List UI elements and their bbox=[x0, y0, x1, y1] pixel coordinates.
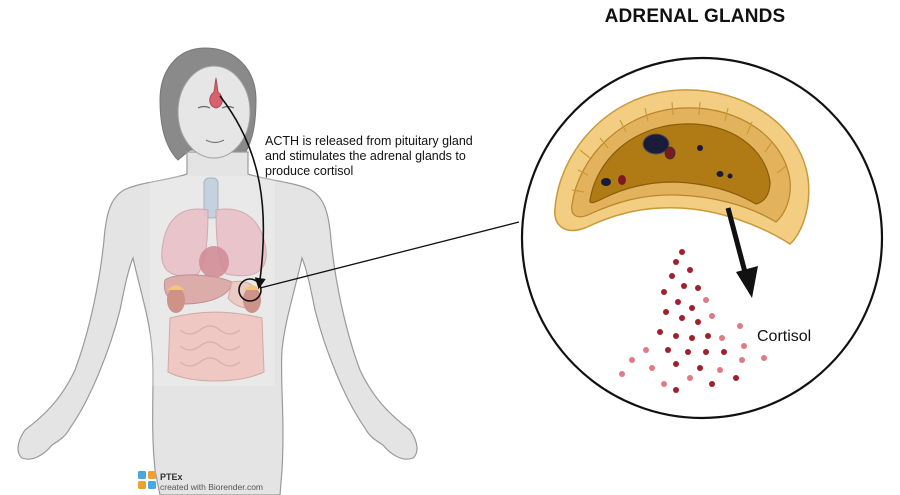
cortisol-molecule bbox=[661, 289, 667, 295]
cortisol-molecule bbox=[741, 343, 747, 349]
annotation-line-1: ACTH is released from pituitary gland bbox=[265, 134, 505, 149]
watermark-org: PTEx bbox=[160, 472, 183, 482]
cortisol-molecule bbox=[697, 365, 703, 371]
cortisol-molecule bbox=[679, 249, 685, 255]
cortisol-molecule bbox=[665, 347, 671, 353]
acth-annotation: ACTH is released from pituitary gland an… bbox=[265, 134, 505, 179]
cortisol-molecule bbox=[629, 357, 635, 363]
cortisol-molecule bbox=[703, 349, 709, 355]
cortisol-molecule bbox=[657, 329, 663, 335]
watermark-credit: created with Biorender.com bbox=[160, 482, 263, 492]
cortisol-molecule bbox=[733, 375, 739, 381]
face bbox=[178, 66, 250, 158]
cortisol-molecule bbox=[719, 335, 725, 341]
cortisol-molecule bbox=[681, 283, 687, 289]
cortisol-molecule bbox=[705, 333, 711, 339]
cortisol-molecule bbox=[721, 349, 727, 355]
cortisol-molecule bbox=[643, 347, 649, 353]
cortisol-molecule bbox=[679, 315, 685, 321]
cortisol-molecule bbox=[687, 375, 693, 381]
annotation-line-2: and stimulates the adrenal glands to bbox=[265, 149, 505, 164]
cortisol-molecule bbox=[673, 387, 679, 393]
cortisol-label: Cortisol bbox=[757, 328, 811, 346]
cortisol-molecule bbox=[717, 367, 723, 373]
cortisol-molecule bbox=[737, 323, 743, 329]
cortisol-molecule bbox=[709, 313, 715, 319]
cortisol-molecule bbox=[703, 297, 709, 303]
cortisol-molecule bbox=[661, 381, 667, 387]
cortisol-molecule bbox=[675, 299, 681, 305]
cortisol-molecule bbox=[739, 357, 745, 363]
cortisol-molecule bbox=[673, 333, 679, 339]
cortisol-molecule bbox=[761, 355, 767, 361]
annotation-line-3: produce cortisol bbox=[265, 164, 505, 179]
cortisol-molecule bbox=[673, 361, 679, 367]
human-body-illustration bbox=[18, 48, 417, 495]
cortisol-molecule bbox=[663, 309, 669, 315]
cortisol-molecule bbox=[709, 381, 715, 387]
cortisol-molecule bbox=[685, 349, 691, 355]
cortisol-molecule bbox=[687, 267, 693, 273]
cortisol-molecule bbox=[649, 365, 655, 371]
cortisol-molecule bbox=[695, 285, 701, 291]
cortisol-molecule bbox=[689, 335, 695, 341]
biorender-logo-icon bbox=[138, 471, 156, 489]
cortisol-molecule bbox=[689, 305, 695, 311]
cortisol-molecule bbox=[669, 273, 675, 279]
cortisol-molecule bbox=[695, 319, 701, 325]
cortisol-molecule bbox=[619, 371, 625, 377]
cortisol-molecule bbox=[673, 259, 679, 265]
diagram-title: ADRENAL GLANDS bbox=[560, 6, 830, 28]
